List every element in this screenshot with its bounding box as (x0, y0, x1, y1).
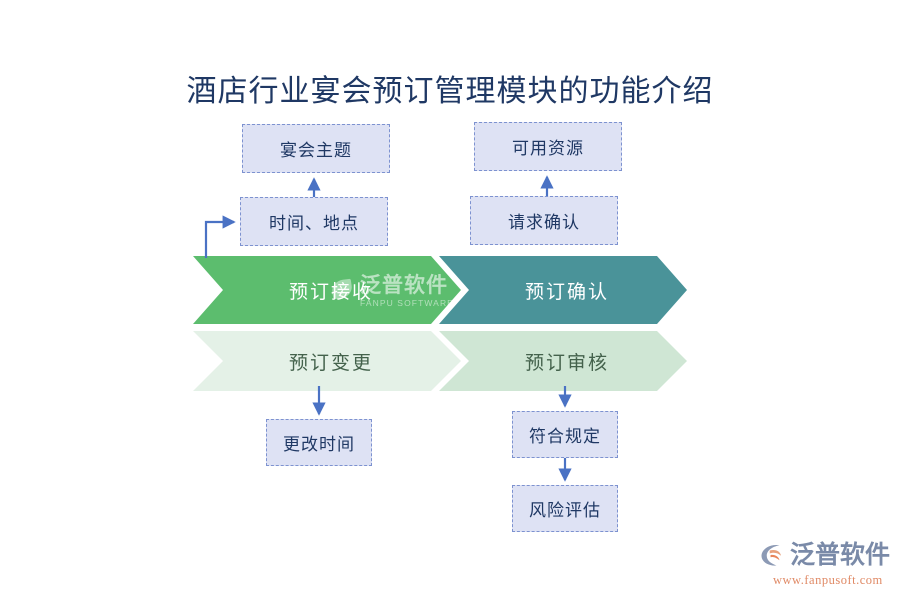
info-box-request-confirm[interactable]: 请求确认 (470, 196, 618, 245)
info-box-label: 符合规定 (529, 427, 601, 446)
process-chevron-booking-receive[interactable]: 预订接收 (193, 256, 461, 324)
brand-row: 泛普软件 (757, 540, 893, 570)
info-box-available-resource[interactable]: 可用资源 (474, 122, 622, 171)
info-box-label: 可用资源 (512, 139, 584, 158)
chevron-label: 预订变更 (288, 352, 373, 374)
brand-logo: 泛普软件 www.fanpusoft.com (757, 540, 893, 590)
info-box-label: 宴会主题 (280, 141, 352, 160)
connector-receive-to-time (204, 215, 236, 258)
info-box-label: 风险评估 (529, 501, 601, 520)
chevron-label: 预订确认 (524, 281, 609, 303)
brand-name: 泛普软件 (790, 540, 891, 569)
info-box-risk-assessment[interactable]: 风险评估 (512, 485, 618, 532)
chevron-label: 预订接收 (288, 281, 373, 303)
fanpu-logo-icon (761, 545, 781, 566)
process-chevron-booking-confirm[interactable]: 预订确认 (439, 256, 687, 324)
info-box-time-location[interactable]: 时间、地点 (240, 197, 388, 246)
info-box-banquet-theme[interactable]: 宴会主题 (242, 124, 390, 173)
info-box-label: 时间、地点 (269, 214, 359, 233)
chevron-label: 预订审核 (524, 352, 609, 374)
process-chevron-booking-audit[interactable]: 预订审核 (439, 331, 687, 391)
info-box-change-time[interactable]: 更改时间 (266, 419, 372, 466)
info-box-label: 请求确认 (508, 213, 580, 232)
process-chevron-booking-change[interactable]: 预订变更 (193, 331, 461, 391)
info-box-meets-rules[interactable]: 符合规定 (512, 411, 618, 458)
info-box-label: 更改时间 (283, 435, 355, 454)
brand-url: www.fanpusoft.com (773, 573, 883, 587)
page-title: 酒店行业宴会预订管理模块的功能介绍 (186, 75, 714, 108)
